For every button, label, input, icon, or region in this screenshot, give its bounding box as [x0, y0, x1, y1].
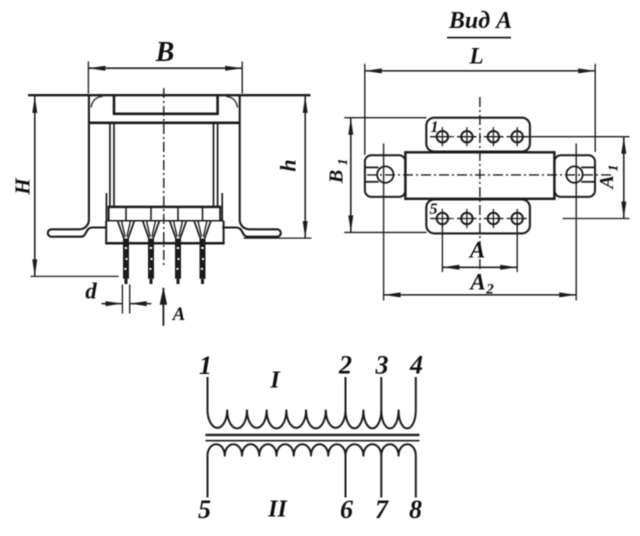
svg-text:1: 1 — [336, 159, 351, 166]
svg-text:Вид А: Вид А — [448, 8, 512, 34]
svg-text:A: A — [596, 175, 618, 190]
svg-text:B: B — [326, 170, 348, 184]
svg-text:H: H — [11, 178, 35, 196]
svg-text:5: 5 — [430, 201, 438, 218]
svg-text:3: 3 — [375, 351, 389, 380]
svg-text:1: 1 — [607, 165, 622, 172]
svg-text:h: h — [276, 159, 301, 171]
svg-text:d: d — [85, 279, 97, 304]
svg-text:1: 1 — [431, 119, 439, 136]
svg-text:A: A — [468, 238, 485, 263]
svg-text:B: B — [155, 37, 175, 68]
svg-text:L: L — [468, 44, 483, 69]
svg-text:7: 7 — [375, 495, 389, 524]
svg-text:A: A — [172, 304, 186, 325]
svg-text:6: 6 — [340, 495, 353, 524]
svg-text:2: 2 — [338, 351, 352, 380]
svg-text:8: 8 — [409, 495, 422, 524]
svg-text:A: A — [468, 270, 485, 295]
svg-text:2: 2 — [485, 282, 494, 298]
svg-text:1: 1 — [199, 351, 212, 380]
svg-text:II: II — [267, 497, 288, 523]
svg-text:5: 5 — [198, 495, 211, 524]
svg-text:I: I — [269, 368, 281, 394]
svg-text:4: 4 — [409, 351, 423, 380]
